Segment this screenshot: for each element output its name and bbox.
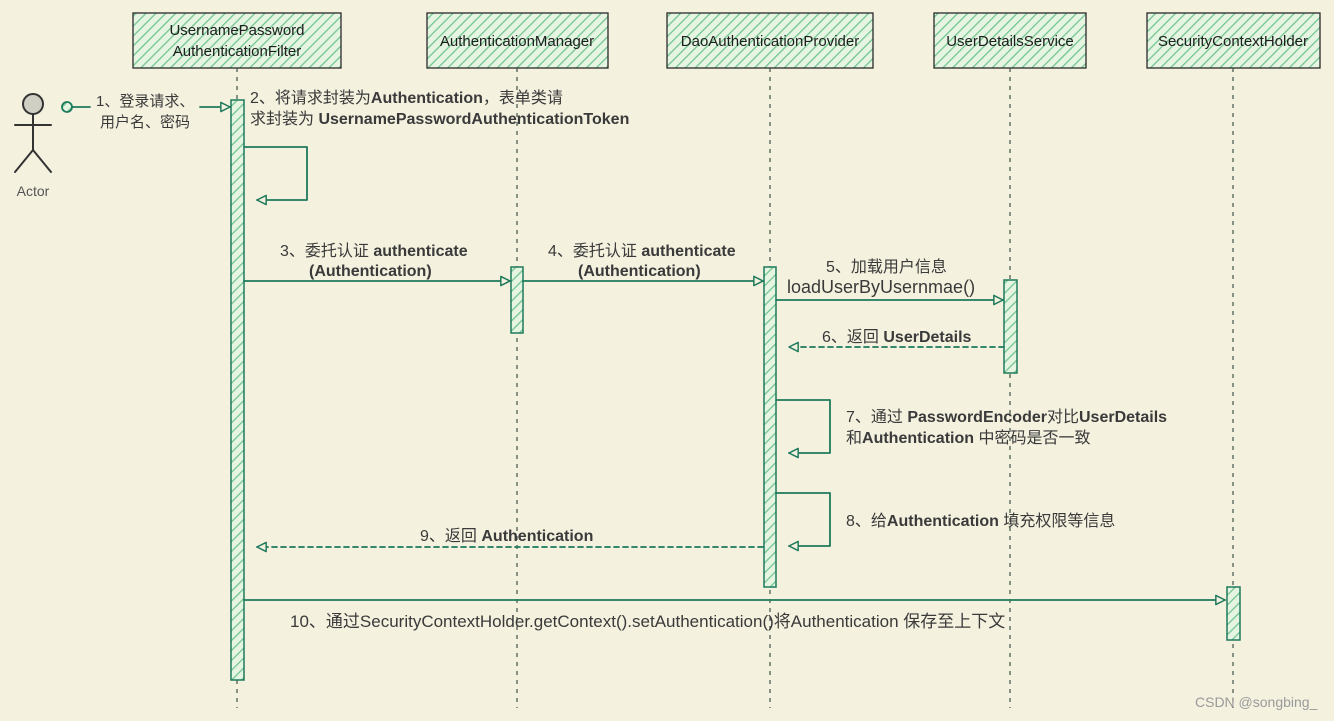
message-8-text: 填充权限等信息 [999,512,1115,530]
message-7-keyword: Authentication [862,430,974,447]
message-2-label-line-1: 2、将请求封装为Authentication，表单类请 [250,89,563,107]
message-4-text: 4、委托认证 [548,242,641,260]
message-5-label-line-1: 5、加载用户信息 [826,258,947,276]
activation-bar-authentication-manager [510,266,524,334]
message-2-text: ，表单类请 [483,89,563,107]
participant-label-authentication-filter-line-1: UsernamePassword [169,22,304,39]
message-5-method: loadUserByUsernmae() [787,277,975,297]
message-7-text: 中密码是否一致 [974,429,1090,447]
message-8-text: 8、给 [846,512,887,530]
message-9-keyword: Authentication [481,528,593,545]
participant-box-authentication-manager [426,12,609,69]
message-8-self-arrow [775,492,831,552]
message-9-text: 9、返回 [420,527,481,545]
participant-label-dao-authentication-provider: DaoAuthenticationProvider [681,33,859,50]
actor-figure: Actor [14,93,52,199]
message-6-keyword: UserDetails [883,329,971,346]
message-1-label-line-1: 1、登录请求、 [96,93,194,110]
message-10-text: 10、通过SecurityContextHolder.getContext().… [290,612,1005,631]
participant-authentication-filter: UsernamePassword AuthenticationFilter [132,12,342,69]
message-9-label: 9、返回 Authentication [420,527,593,545]
message-7-text: 对比 [1047,408,1079,426]
message-2-self-arrow [243,146,308,206]
message-6-text: 6、返回 [822,328,883,346]
message-7-self-arrow [775,399,831,459]
message-8-label: 8、给Authentication 填充权限等信息 [846,512,1115,530]
message-7-keyword: PasswordEncoder [907,409,1047,426]
participant-dao-authentication-provider: DaoAuthenticationProvider [666,12,874,69]
message-3-keyword: authenticate [373,243,467,260]
message-7-keyword: UserDetails [1079,409,1167,426]
participant-box-user-details-service [933,12,1087,69]
message-10-label: 10、通过SecurityContextHolder.getContext().… [290,612,1005,631]
actor-head [22,93,44,115]
actor-leg-left [14,149,34,173]
participant-box-authentication-filter [132,12,342,69]
participant-label-security-context-holder: SecurityContextHolder [1158,33,1308,50]
participant-label-authentication-manager: AuthenticationManager [440,33,594,50]
message-3-label-line-2: (Authentication) [309,263,432,280]
message-5-label-line-2: loadUserByUsernmae() [787,277,975,297]
message-8-keyword: Authentication [887,513,999,530]
message-7-text: 和 [846,429,862,447]
activation-bar-dao-authentication-provider [763,266,777,588]
message-3-label-line-1: 3、委托认证 authenticate [280,242,468,260]
message-2-text: 求封装为 [250,110,318,128]
message-4-label-line-2: (Authentication) [578,263,701,280]
activation-bar-user-details-service [1003,279,1018,374]
watermark: CSDN @songbing_ [1195,694,1318,710]
message-2-text: 2、将请求封装为 [250,89,371,107]
message-7-label-line-1: 7、通过 PasswordEncoder对比UserDetails [846,408,1167,426]
participant-label-user-details-service: UserDetailsService [946,33,1074,50]
message-2-keyword: UsernamePasswordAuthenticationToken [318,111,629,128]
message-2-label-line-2: 求封装为 UsernamePasswordAuthenticationToken [250,110,629,128]
message-3-keyword: (Authentication) [309,263,432,280]
participant-authentication-manager: AuthenticationManager [426,12,609,69]
participant-user-details-service: UserDetailsService [933,12,1087,69]
participant-security-context-holder: SecurityContextHolder [1146,12,1321,69]
message-4-keyword: authenticate [641,243,735,260]
message-7-text: 7、通过 [846,408,907,426]
message-4-keyword: (Authentication) [578,263,701,280]
participant-box-dao-authentication-provider [666,12,874,69]
message-1-text: 用户名、密码 [100,114,190,131]
actor-leg-right [32,149,52,173]
activation-bar-authentication-filter [230,99,245,681]
message-1-label-line-2: 用户名、密码 [100,114,190,131]
activation-bar-security-context-holder [1226,586,1241,641]
message-1-start-circle [61,101,73,113]
participant-label-authentication-filter-line-2: AuthenticationFilter [173,43,301,60]
message-6-label: 6、返回 UserDetails [822,328,972,346]
message-2-keyword: Authentication [371,90,483,107]
message-4-label-line-1: 4、委托认证 authenticate [548,242,736,260]
message-1-text: 1、登录请求、 [96,93,194,110]
message-7-label-line-2: 和Authentication 中密码是否一致 [846,429,1090,447]
message-5-text: 5、加载用户信息 [826,258,947,276]
message-3-text: 3、委托认证 [280,242,373,260]
actor-label: Actor [17,183,50,199]
